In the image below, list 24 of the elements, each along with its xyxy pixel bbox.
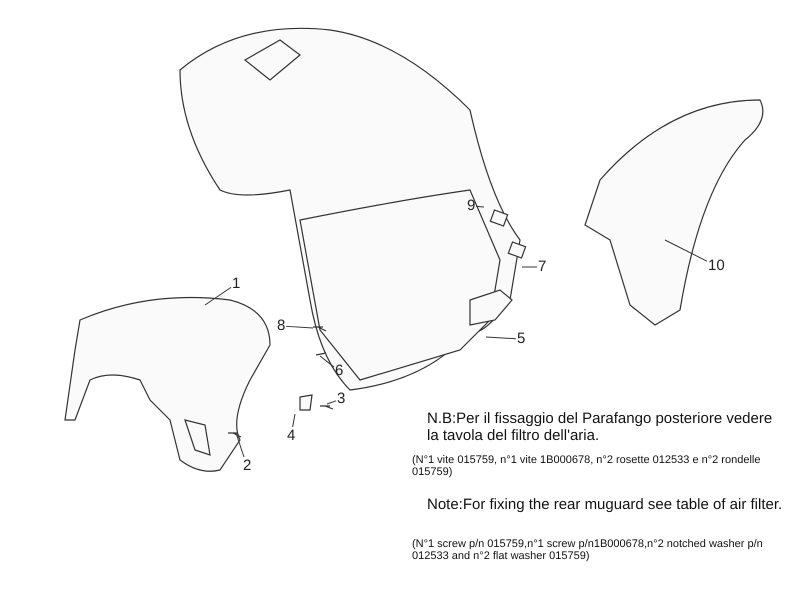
callout-number: 2 [243,458,252,474]
leader-line [320,356,334,368]
callout-number: 6 [335,363,344,379]
callout-number: 8 [277,318,286,334]
leader-line [326,400,336,404]
note-text: N.B:Per il fissaggio del Parafango posteriore vedere la tavola del filtro dell'aria. [427,410,774,444]
note-text: (N°1 screw p/n 015759,n°1 screw p/n1B000678,n°2 notched washer p/n 012533 and n°2 flat washer 015759) [412,538,764,562]
callout-number: 1 [232,276,240,292]
leader-line [522,266,538,268]
leader-line [292,414,296,428]
callout-number: 5 [517,331,526,347]
callout-number: 10 [708,258,725,274]
note-text: (N°1 vite 015759, n°1 vite 1B000678, n°2 rosette 012533 e n°2 rondelle 015759) [412,454,762,478]
leader-line [476,206,484,208]
leader-line [664,240,708,262]
callout-number: 7 [538,259,546,275]
callout-number: 9 [467,198,476,214]
leader-line [236,432,244,458]
callout-number: 4 [287,428,296,444]
note-text: Note:For fixing the rear muguard see table of air filter. [427,496,784,513]
leader-line [286,326,314,328]
leader-line [204,286,232,306]
callout-number: 3 [337,391,346,407]
leader-line [486,336,516,340]
